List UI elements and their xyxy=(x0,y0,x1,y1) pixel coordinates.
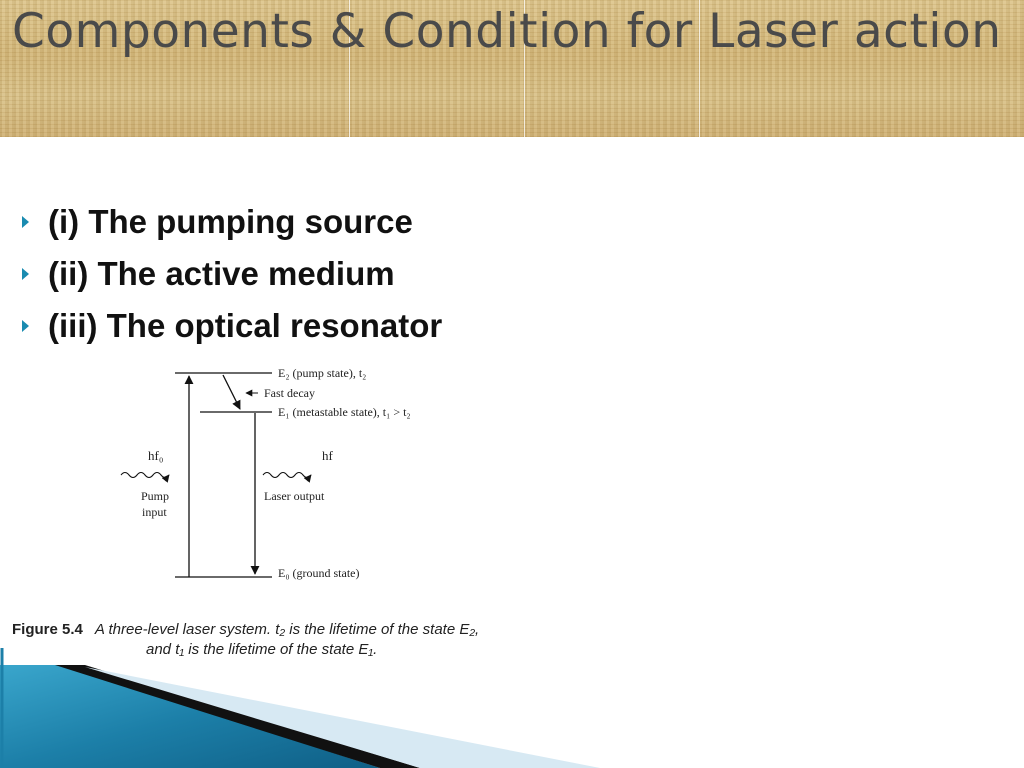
blue-swoosh xyxy=(0,665,380,768)
bottom-decoration xyxy=(0,648,600,768)
energy-level-diagram: E₂ (pump state), t₂ Fast decay E₁ (metas… xyxy=(120,366,411,580)
pump-wave-icon xyxy=(120,471,170,483)
bullet-item: (ii) The active medium xyxy=(22,248,442,300)
fast-decay-label: Fast decay xyxy=(264,386,315,400)
banner-panel-divider xyxy=(524,0,525,137)
laser-output-label: Laser output xyxy=(264,489,325,503)
pump-hf-label: hf₀ xyxy=(148,448,163,463)
e2-label: E₂ (pump state), t₂ xyxy=(278,366,366,380)
bullet-text: (i) The pumping source xyxy=(48,203,413,240)
banner-panel-divider xyxy=(699,0,700,137)
caption-line-2: and t₁ is the lifetime of the state E₁. xyxy=(146,641,378,658)
title-banner: Components & Condition for Laser action xyxy=(0,0,1024,137)
slide-title: Components & Condition for Laser action xyxy=(12,4,1002,59)
caption-line-1: A three-level laser system. t₂ is the li… xyxy=(94,621,480,638)
bullet-arrow-icon xyxy=(22,320,29,332)
black-swoosh xyxy=(55,665,420,768)
bullet-text: (iii) The optical resonator xyxy=(48,307,443,344)
laser-hf-label: hf xyxy=(322,448,334,463)
fast-decay-arrow xyxy=(222,374,241,410)
laser-wave-icon xyxy=(262,471,312,483)
bullet-list: (i) The pumping source (ii) The active m… xyxy=(22,196,442,352)
e1-label: E₁ (metastable state), t₁ > t₂ xyxy=(278,405,411,419)
bullet-arrow-icon xyxy=(22,216,29,228)
e0-label: E₀ (ground state) xyxy=(278,566,360,580)
figure-number: Figure 5.4 xyxy=(12,621,83,638)
pump-input-label-line2: input xyxy=(142,505,167,519)
bullet-arrow-icon xyxy=(22,268,29,280)
pump-input-label-line1: Pump xyxy=(141,489,169,503)
banner-panel-divider xyxy=(349,0,350,137)
figure-caption: Figure 5.4 A three-level laser system. t₂… xyxy=(12,620,572,660)
bullet-item: (i) The pumping source xyxy=(22,196,442,248)
bullet-text: (ii) The active medium xyxy=(48,255,395,292)
bullet-item: (iii) The optical resonator xyxy=(22,300,442,352)
light-swoosh xyxy=(85,667,600,768)
